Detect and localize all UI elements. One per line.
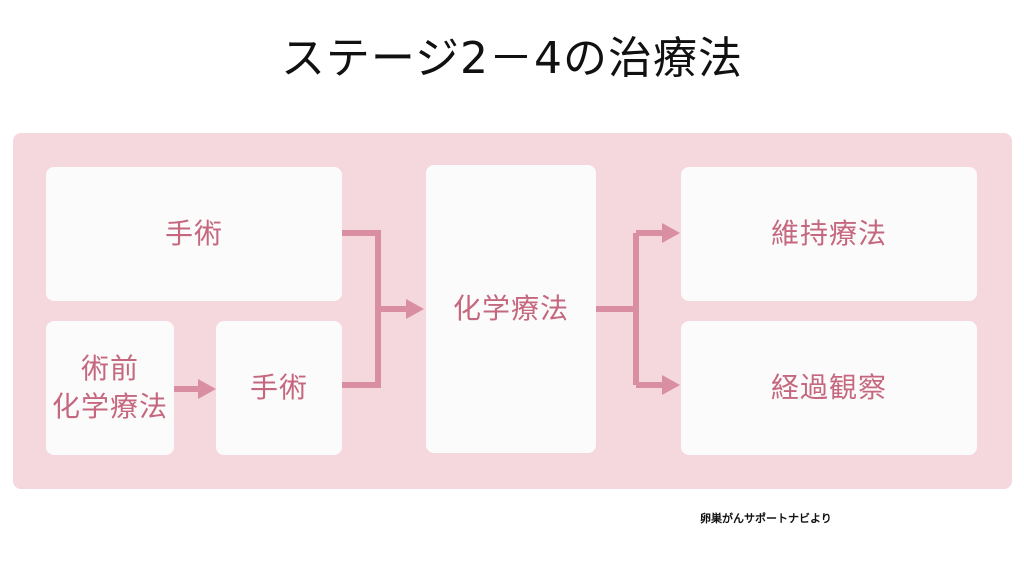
source-note: 卵巣がんサポートナビより: [700, 512, 832, 525]
arrowhead-to-chemo: [406, 299, 424, 319]
arrowhead-to-surgery-bottom: [198, 379, 216, 399]
neoadjuvant-chemo-label: 術前 化学療法: [51, 352, 168, 423]
chemotherapy-label: 化学療法: [452, 292, 569, 326]
connector-top-surgery: [342, 230, 381, 388]
page-title: ステージ2－4の治療法: [280, 33, 744, 84]
surgery-label-top: 手術: [164, 217, 223, 251]
observation-box: 経過観察: [681, 321, 977, 455]
surgery-box-top: 手術: [46, 167, 342, 301]
maintenance-therapy-box: 維持療法: [681, 167, 977, 301]
observation-label: 経過観察: [770, 371, 887, 405]
maintenance-therapy-label: 維持療法: [770, 217, 887, 251]
surgery-label-bottom: 手術: [249, 371, 308, 405]
surgery-box-bottom: 手術: [216, 321, 342, 455]
arrowhead-to-maintenance: [662, 223, 680, 243]
arrowhead-to-observation: [662, 375, 680, 395]
chemotherapy-box: 化学療法: [426, 165, 596, 453]
neoadjuvant-chemo-box: 術前 化学療法: [46, 321, 174, 455]
